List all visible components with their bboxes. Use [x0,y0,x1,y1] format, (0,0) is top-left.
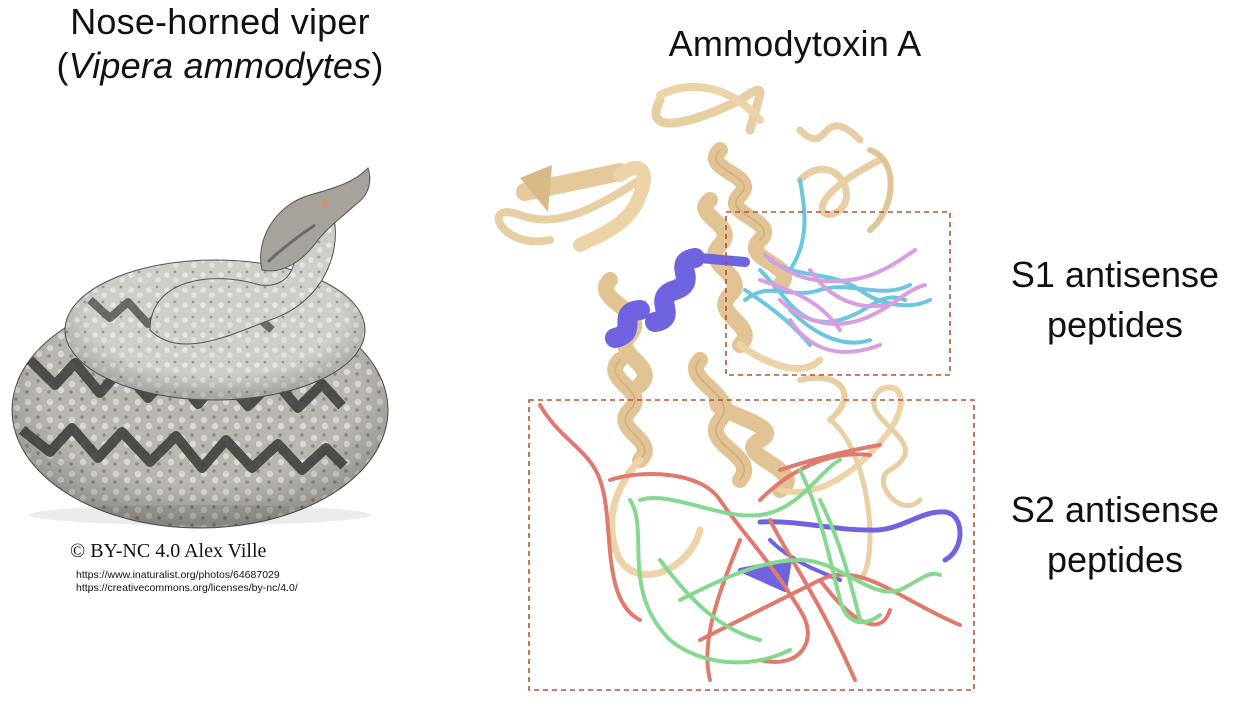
snake-title: Nose-horned viper (Vipera ammodytes) [0,0,440,88]
protein-structure [494,83,963,592]
s2-label-line2: peptides [1046,539,1184,580]
credit-license-url: https://creativecommons.org/licenses/by-… [76,582,298,594]
credit-license: © BY-NC 4.0 Alex Ville [70,540,267,562]
viper-image [11,167,389,529]
image-credit: © BY-NC 4.0 Alex Ville https://www.inatu… [70,540,400,595]
snake-common-name: Nose-horned viper [70,1,370,42]
s1-label: S1 antisense peptides [985,250,1245,350]
s2-label-line1: S2 antisense [1010,489,1220,530]
s1-peptides [743,178,932,354]
s2-label: S2 antisense peptides [985,485,1245,585]
s1-region-box [725,211,951,376]
s2-peptides [538,403,962,682]
s1-label-line1: S1 antisense [1010,254,1220,295]
protein-title: Ammodytoxin A [668,23,922,64]
credit-photo-url: https://www.inaturalist.org/photos/64687… [76,569,280,581]
s2-region-box [528,399,975,691]
snake-scientific-name: (Vipera ammodytes) [56,45,384,86]
s1-label-line2: peptides [1046,304,1184,345]
